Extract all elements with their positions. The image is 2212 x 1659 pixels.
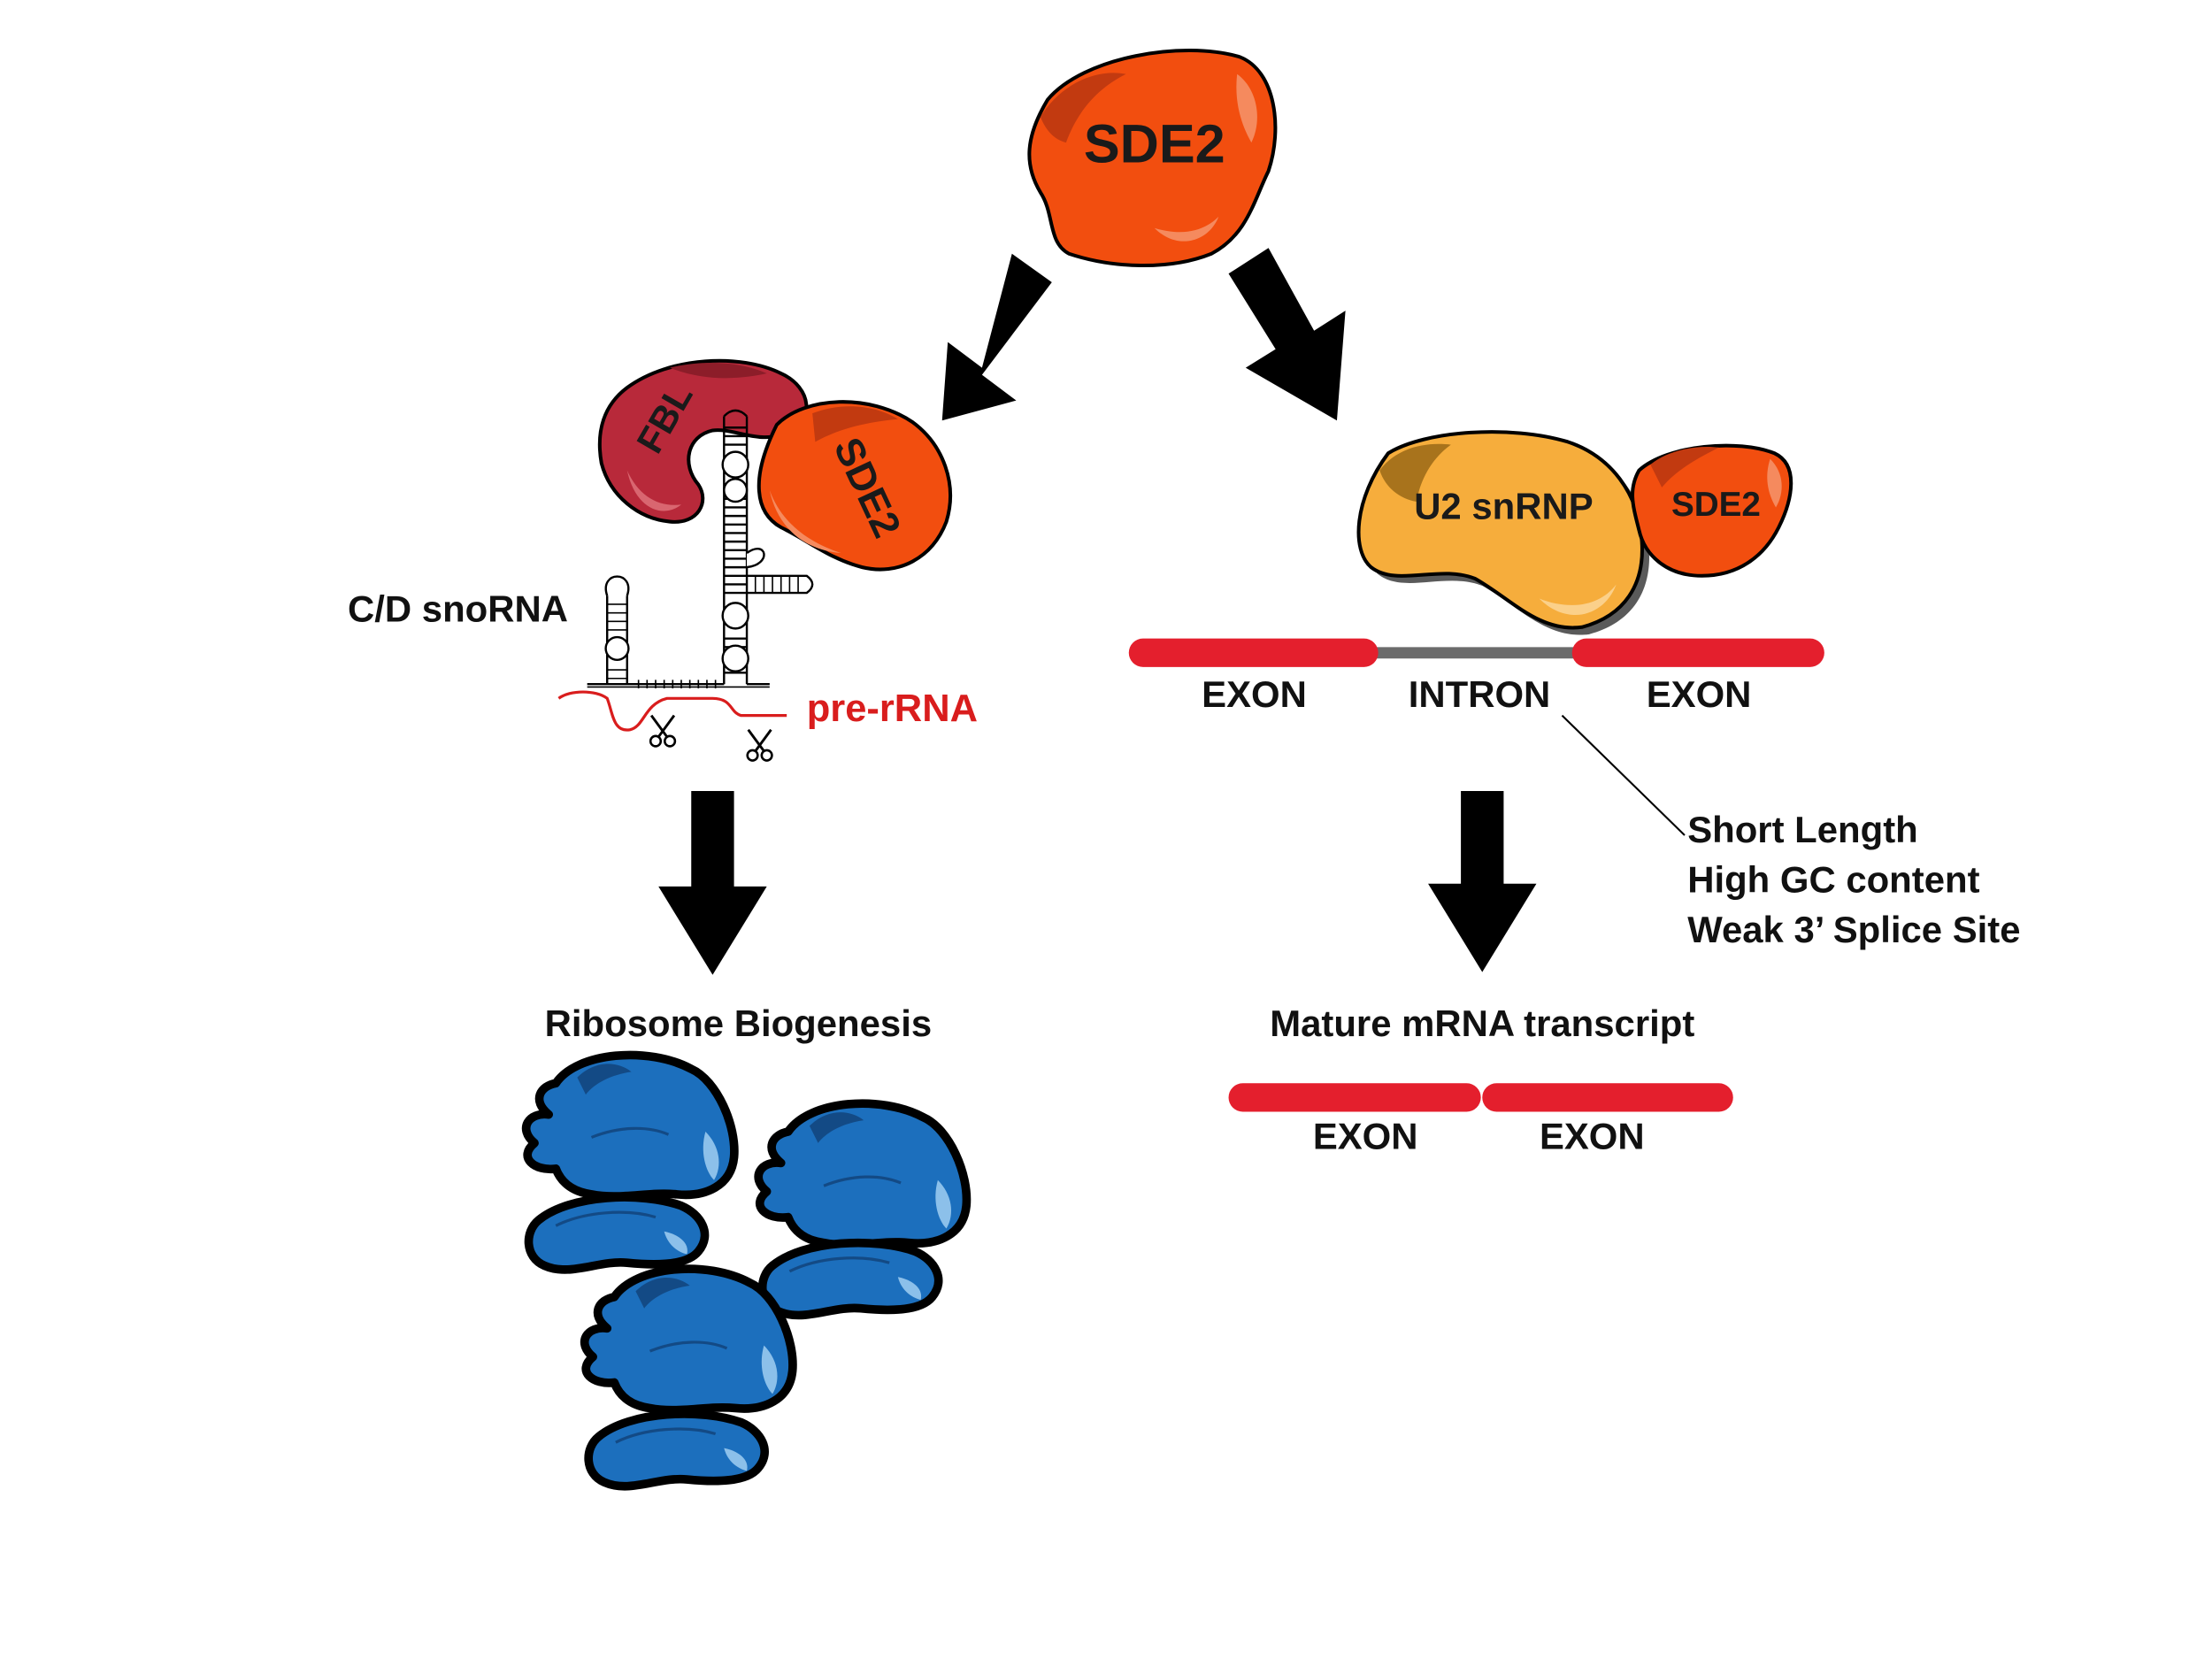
exon-bar-1 [1128, 638, 1379, 667]
u2-snrnp-shadow-area [1379, 443, 1451, 503]
exon-label-2: EXON [1647, 673, 1752, 715]
u2-snrnp-protein [1356, 430, 1644, 630]
snorna-complex: FBL SDE2 C/D snoRNA pre-rRNA [348, 358, 978, 762]
mature-exon-label-1: EXON [1313, 1115, 1418, 1156]
intron-feature-3: Weak 3’ Splice Site [1687, 909, 2020, 950]
ribosome-2 [758, 1103, 966, 1315]
sde2-top-body [1027, 49, 1278, 268]
sde2-protein-left [757, 400, 952, 572]
exon-bar-2 [1571, 638, 1824, 667]
mature-exon-label-2: EXON [1540, 1115, 1645, 1156]
arrow-left-diagonal [941, 253, 1052, 421]
mature-mrna-label: Mature mRNA transcript [1270, 1002, 1694, 1044]
ribosome-1 [526, 1055, 734, 1269]
spliceosome-complex: U2 snRNP SDE2 EXON INTRON EXON Short Len… [1128, 430, 2021, 950]
arrow-right-diagonal [1228, 248, 1346, 421]
sde2-protein-top: SDE2 [1027, 49, 1278, 268]
u2-snrnp-label: U2 snRNP [1414, 485, 1593, 526]
sde2-left-highlight [769, 490, 841, 553]
exon-label-1: EXON [1202, 673, 1307, 715]
ribosome-biogenesis-label: Ribosome Biogenesis [545, 1002, 932, 1044]
u2-snrnp-highlight [1539, 584, 1617, 616]
fbl-highlight [626, 470, 681, 511]
sde2-top-shadow [1040, 73, 1126, 143]
sde2-protein-right [1631, 443, 1793, 578]
snorna-structure [587, 409, 814, 689]
mature-exon-bar-1 [1228, 1083, 1481, 1112]
sde2-top-label: SDE2 [1084, 114, 1225, 174]
intron-callout-line [1561, 714, 1686, 836]
arrow-down-left [658, 791, 767, 975]
sde2-left-shadow [812, 406, 898, 442]
sde2-right-highlight [1767, 458, 1782, 508]
mature-exon-bar-2 [1482, 1083, 1733, 1112]
sde2-top-highlight [1236, 73, 1257, 143]
fbl-shadow [670, 362, 767, 379]
fbl-protein [597, 358, 809, 524]
pre-rrna-strand [557, 690, 787, 732]
sde2-right-shadow [1650, 446, 1719, 488]
pre-rrna-label: pre-rRNA [807, 687, 978, 730]
ribosomes [526, 1055, 967, 1486]
scissors-icon [746, 728, 773, 762]
intron-feature-2: High GC content [1687, 858, 1979, 900]
scissors-icon [649, 714, 677, 748]
snorna-label: C/D snoRNA [348, 588, 568, 629]
sde2-right-label: SDE2 [1671, 486, 1761, 524]
intron-feature-1: Short Length [1687, 809, 1918, 850]
sde2-top-highlight-2 [1154, 216, 1219, 242]
ribosome-3 [585, 1269, 793, 1486]
intron-label: INTRON [1409, 673, 1551, 715]
arrow-down-right [1428, 791, 1537, 972]
